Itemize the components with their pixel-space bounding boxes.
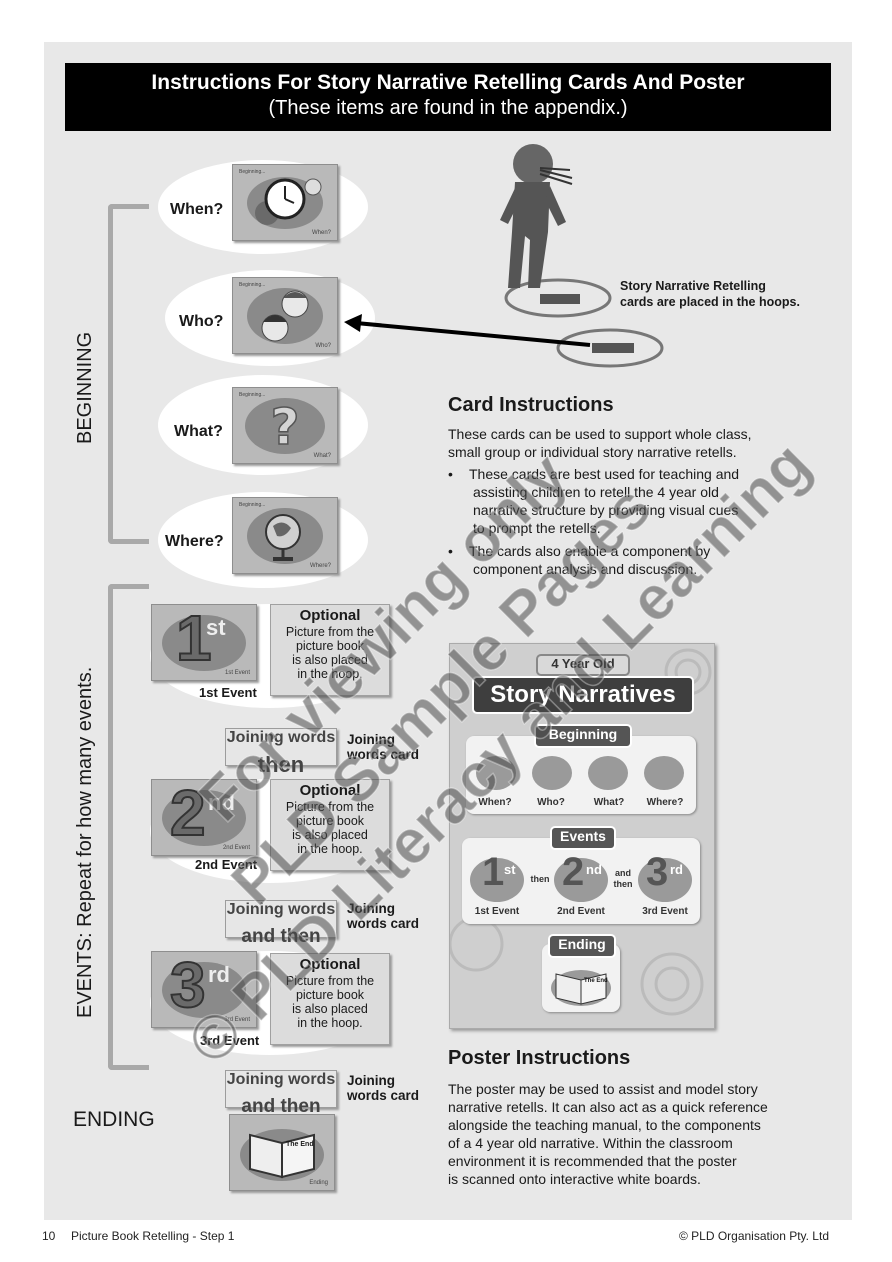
joining-card-and-then-2: Joining words and then	[225, 1070, 337, 1117]
poster-beginning-label: Beginning	[534, 724, 632, 748]
footer-page-number: 10	[42, 1229, 56, 1243]
events-bracket	[108, 584, 149, 1070]
clock-icon	[247, 177, 323, 229]
book-icon	[240, 1129, 324, 1181]
optional-box-2: Optional Picture from the picture book i…	[270, 779, 390, 871]
card-event-1: 1 st 1st Event	[151, 604, 257, 681]
card-instructions-heading: Card Instructions	[448, 394, 614, 416]
card-where: Beginning... Where?	[232, 497, 338, 574]
poster-instructions-text: The poster may be used to assist and mod…	[448, 1081, 768, 1187]
question-what: What?	[174, 423, 223, 440]
event-oval-graphic	[162, 962, 246, 1018]
poster-background-circles	[450, 648, 712, 1016]
poster-thumbnail: 4 Year Old Story Narratives Beginning Wh…	[449, 643, 715, 1029]
children-faces-icon	[247, 288, 323, 344]
event-oval-graphic	[162, 615, 246, 671]
question-mark-icon: ?	[245, 397, 325, 457]
card-ending: The End Ending	[229, 1114, 335, 1191]
figure-hoops-illustration	[344, 144, 664, 368]
page-title: Instructions For Story Narrative Retelli…	[151, 71, 745, 94]
hoop-figure	[504, 278, 612, 318]
poster-who-icon	[532, 756, 572, 790]
joining-card-then: Joining words then	[225, 728, 337, 777]
beginning-bracket	[108, 204, 149, 544]
poster-title: Story Narratives	[472, 676, 694, 714]
event-oval-graphic	[162, 790, 246, 846]
globe-icon	[247, 508, 323, 564]
figure-note: Story Narrative Retelling cards are plac…	[620, 279, 800, 309]
optional-box-3: Optional Picture from the picture book i…	[270, 953, 390, 1045]
joining-label-2: Joining words card	[347, 901, 420, 931]
poster-instructions-heading: Poster Instructions	[448, 1047, 631, 1069]
poster-where-icon	[644, 756, 684, 790]
footer-copyright: © PLD Organisation Pty. Ltd	[678, 1229, 829, 1243]
hoop-right	[556, 328, 664, 368]
poster-when-icon	[476, 756, 516, 790]
poster-event-3-icon	[638, 858, 692, 902]
optional-box-1: Optional Picture from the picture book i…	[270, 604, 390, 696]
question-when: When?	[170, 201, 224, 218]
svg-text:?: ?	[270, 398, 299, 456]
poster-events-label: Events	[550, 826, 616, 850]
poster-book-icon	[551, 970, 611, 1006]
card-what: Beginning... ? What?	[232, 387, 338, 464]
poster-what-icon	[588, 756, 628, 790]
question-who: Who?	[179, 313, 224, 330]
event-1-caption: 1st Event	[199, 685, 257, 700]
card-event-2: 2 nd 2nd Event	[151, 779, 257, 856]
card-instructions-bullet-2: • The cards also enable a component by c…	[448, 543, 711, 577]
beginning-label: BEGINNING	[74, 331, 96, 444]
arrow	[355, 321, 591, 347]
poster-ending-label: Ending	[548, 934, 616, 958]
joining-card-and-then-1: Joining words and then	[225, 900, 337, 947]
page-header: Instructions For Story Narrative Retelli…	[65, 63, 831, 131]
person-head	[513, 144, 553, 184]
poster-event-1-icon	[470, 858, 524, 902]
event-3-caption: 3rd Event	[200, 1033, 260, 1048]
joining-label-3: Joining words card	[347, 1073, 420, 1103]
ending-label: ENDING	[73, 1108, 155, 1131]
poster-event-2-icon	[554, 858, 608, 902]
card-instructions-intro: These cards can be used to support whole…	[448, 426, 752, 460]
card-instructions-bullet-1: • These cards are best used for teaching…	[448, 466, 740, 536]
question-where: Where?	[165, 533, 224, 550]
event-2-caption: 2nd Event	[195, 857, 258, 872]
joining-label-1: Joining words card	[347, 732, 420, 762]
footer-title: Picture Book Retelling - Step 1	[71, 1229, 235, 1243]
card-when: Beginning... When?	[232, 164, 338, 241]
poster-age-badge: 4 Year Old	[536, 654, 630, 676]
card-event-3: 3 rd 3rd Event	[151, 951, 257, 1028]
events-label: EVENTS: Repeat for how many events.	[74, 666, 96, 1018]
page-subtitle: (These items are found in the appendix.)	[268, 97, 628, 119]
card-who: Beginning... Who?	[232, 277, 338, 354]
